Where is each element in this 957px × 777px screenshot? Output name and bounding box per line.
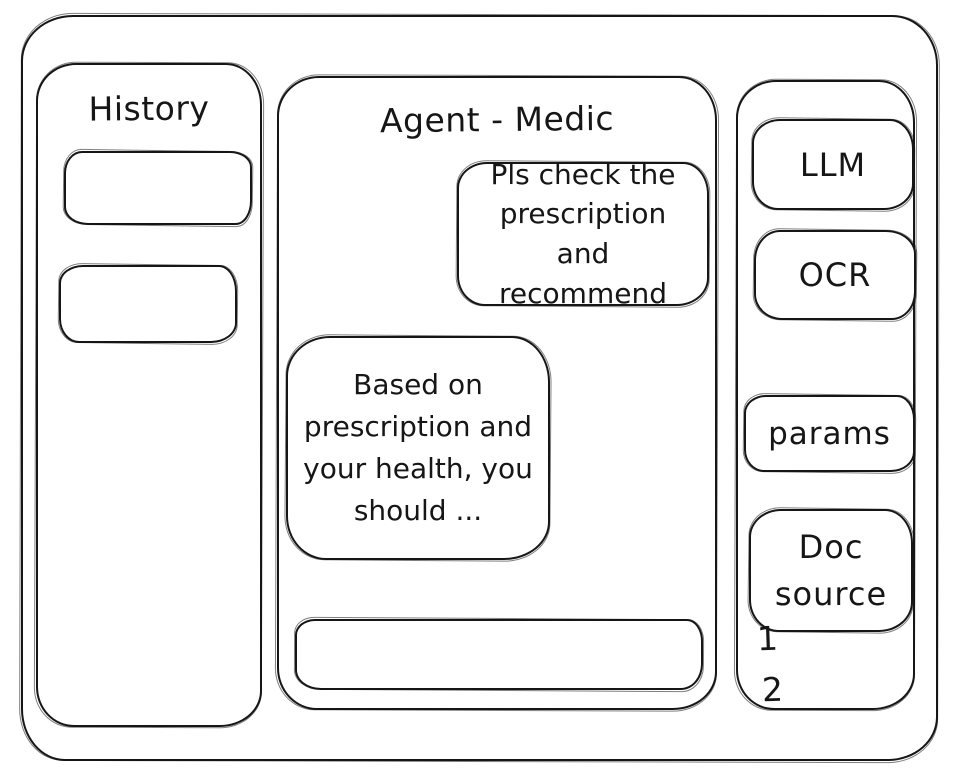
params-module-label: params xyxy=(768,415,891,452)
chat-input[interactable] xyxy=(295,619,703,690)
llm-module-button[interactable]: LLM xyxy=(752,119,914,210)
doc-source-annotation-1: 1 xyxy=(756,618,779,659)
params-module-button[interactable]: params xyxy=(744,395,915,472)
user-message-bubble: Pls check the prescription and recommend xyxy=(457,158,709,310)
doc-source-module-label: Doc source xyxy=(774,528,888,613)
history-item[interactable] xyxy=(59,265,237,343)
history-item[interactable] xyxy=(64,151,252,225)
ocr-module-button[interactable]: OCR xyxy=(754,230,916,320)
llm-module-label: LLM xyxy=(799,145,867,184)
history-title: History xyxy=(88,88,210,129)
tools-panel: LLM OCR params Doc source 1 2 xyxy=(736,80,916,710)
ocr-module-label: OCR xyxy=(798,256,872,294)
agent-message-bubble: Based on prescription and your health, y… xyxy=(286,336,550,560)
doc-source-annotation-2: 2 xyxy=(761,669,784,710)
agent-message-text: Based on prescription and your health, y… xyxy=(303,368,533,527)
history-panel: History xyxy=(36,63,262,727)
chat-title: Agent - Medic xyxy=(379,98,615,141)
chat-panel: Agent - Medic Pls check the prescription… xyxy=(277,76,717,710)
doc-source-module-button[interactable]: Doc source xyxy=(749,509,913,632)
user-message-text: Pls check the prescription and recommend xyxy=(490,157,676,310)
